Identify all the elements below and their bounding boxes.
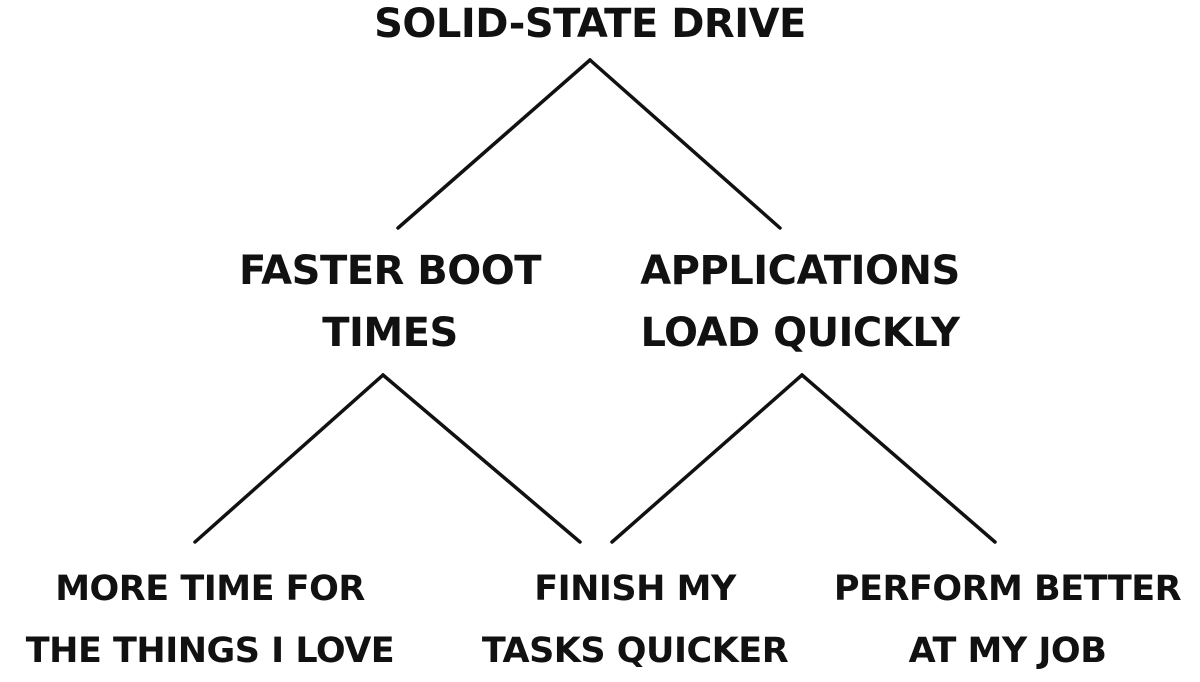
- leaf-node-perform-better: PERFORM BETTER AT MY JOB: [815, 558, 1200, 682]
- leaf-node-more-time-line1: MORE TIME FOR: [55, 569, 365, 609]
- edge-applications-to-finish-tasks: [610, 373, 804, 544]
- leaf-node-finish-tasks: FINISH MY TASKS QUICKER: [450, 558, 820, 682]
- leaf-node-more-time: MORE TIME FOR THE THINGS I LOVE: [0, 558, 420, 682]
- middle-node-applications-line2: LOAD QUICKLY: [640, 310, 960, 356]
- middle-node-faster-boot-line1: FASTER BOOT: [238, 248, 542, 294]
- middle-node-applications-line1: APPLICATIONS: [640, 248, 960, 294]
- root-label: SOLID-STATE DRIVE: [374, 1, 806, 47]
- leaf-node-finish-tasks-line1: FINISH MY: [534, 569, 736, 609]
- edge-faster-boot-to-finish-tasks: [381, 373, 582, 544]
- middle-node-faster-boot-line2: TIMES: [322, 310, 458, 356]
- edge-root-to-applications: [588, 58, 782, 230]
- middle-node-faster-boot: FASTER BOOT TIMES: [190, 240, 590, 364]
- edge-faster-boot-to-more-time: [193, 373, 385, 544]
- leaf-node-perform-better-line1: PERFORM BETTER: [833, 569, 1182, 609]
- leaf-node-perform-better-line2: AT MY JOB: [908, 631, 1107, 671]
- edge-applications-to-perform-better: [800, 373, 997, 544]
- leaf-node-more-time-line2: THE THINGS I LOVE: [25, 631, 395, 671]
- middle-node-applications: APPLICATIONS LOAD QUICKLY: [590, 240, 1010, 364]
- edge-root-to-faster-boot: [396, 58, 592, 230]
- root-node: SOLID-STATE DRIVE: [340, 0, 840, 48]
- leaf-node-finish-tasks-line2: TASKS QUICKER: [481, 631, 789, 671]
